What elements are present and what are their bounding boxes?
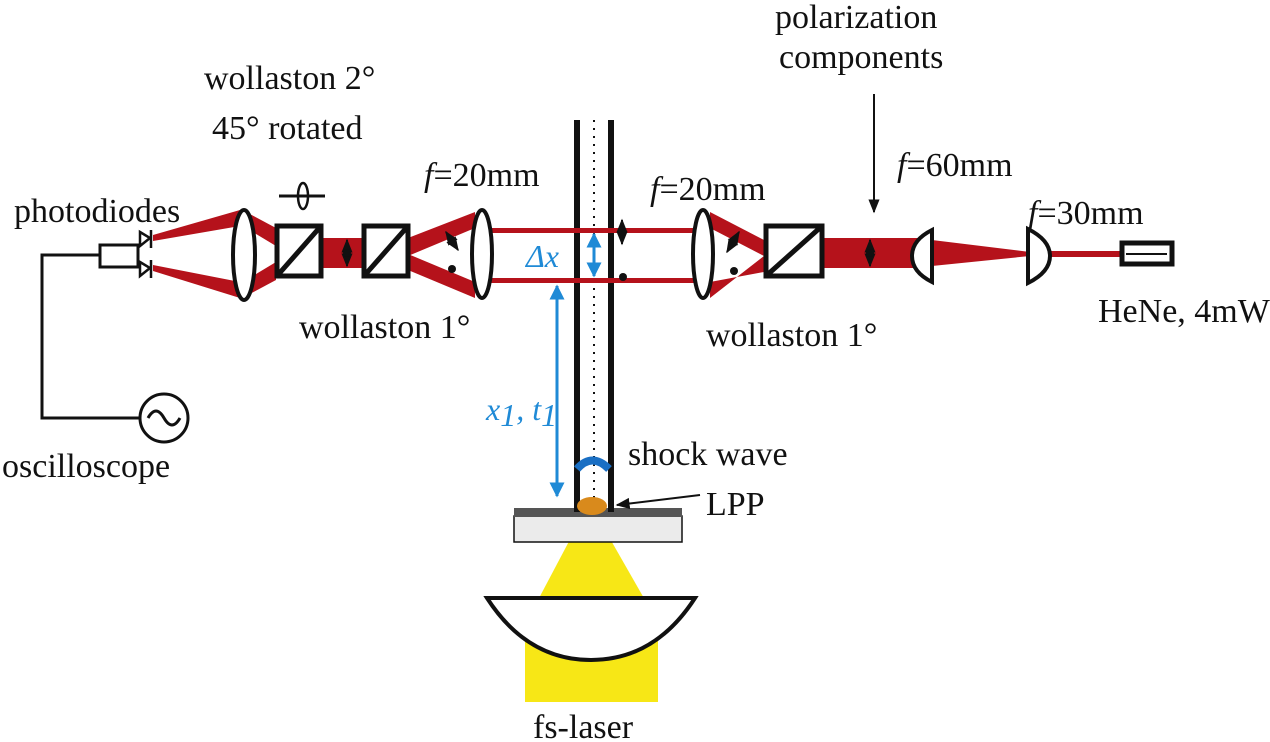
- focal-length-left-label: f=20mm: [424, 157, 540, 194]
- rotation-45-icon: [279, 181, 325, 211]
- fs-laser-cone: [538, 530, 645, 600]
- lens-f20-left: [470, 208, 494, 300]
- lens-f30: [1026, 225, 1053, 287]
- lpp-plasma: [577, 497, 607, 515]
- wollaston-2-label: wollaston 2°: [204, 60, 375, 97]
- delta-x-label: Δx: [524, 238, 559, 274]
- polarization-markers: [341, 218, 876, 281]
- oscilloscope-label: oscilloscope: [2, 448, 170, 485]
- wollaston-2-rotation-label: 45° rotated: [212, 110, 363, 147]
- polarization-label-line1: polarization: [775, 0, 937, 36]
- focal-length-right-label: f=20mm: [650, 171, 766, 208]
- lens-photodiode: [231, 208, 257, 302]
- sine-icon: [146, 409, 182, 427]
- x1-t1-label: x1,t1: [485, 391, 557, 433]
- fs-focusing-lens: [483, 596, 699, 663]
- fs-laser-label: fs-laser: [533, 709, 634, 742]
- photodiode-lower-icon: [138, 259, 153, 279]
- wollaston-2-prism: [274, 223, 324, 279]
- wollaston-1-right-label: wollaston 1°: [706, 317, 877, 354]
- shock-wave-label: shock wave: [628, 436, 788, 473]
- oscilloscope-wire: [40, 253, 140, 420]
- lens-f60: [909, 226, 934, 286]
- wollaston-1-left-prism: [361, 223, 411, 279]
- polarization-label-line2: components: [779, 39, 943, 76]
- lpp-pointer-arrow: [615, 494, 701, 510]
- wollaston-1-left-label: wollaston 1°: [299, 309, 470, 346]
- focal-length-60-label: f=60mm: [897, 147, 1013, 184]
- shock-wave-front: [574, 456, 612, 472]
- lens-f20-right: [691, 208, 715, 300]
- wollaston-1-right-prism: [763, 223, 825, 279]
- photodiodes-label: photodiodes: [14, 193, 180, 230]
- lpp-label: LPP: [706, 486, 765, 523]
- substrate: [513, 515, 683, 543]
- photodiode-housing: [98, 243, 140, 269]
- focal-length-30-label: f=30mm: [1028, 195, 1144, 232]
- hene-label: HeNe, 4mW: [1098, 293, 1270, 330]
- photodiode-upper-icon: [138, 229, 153, 249]
